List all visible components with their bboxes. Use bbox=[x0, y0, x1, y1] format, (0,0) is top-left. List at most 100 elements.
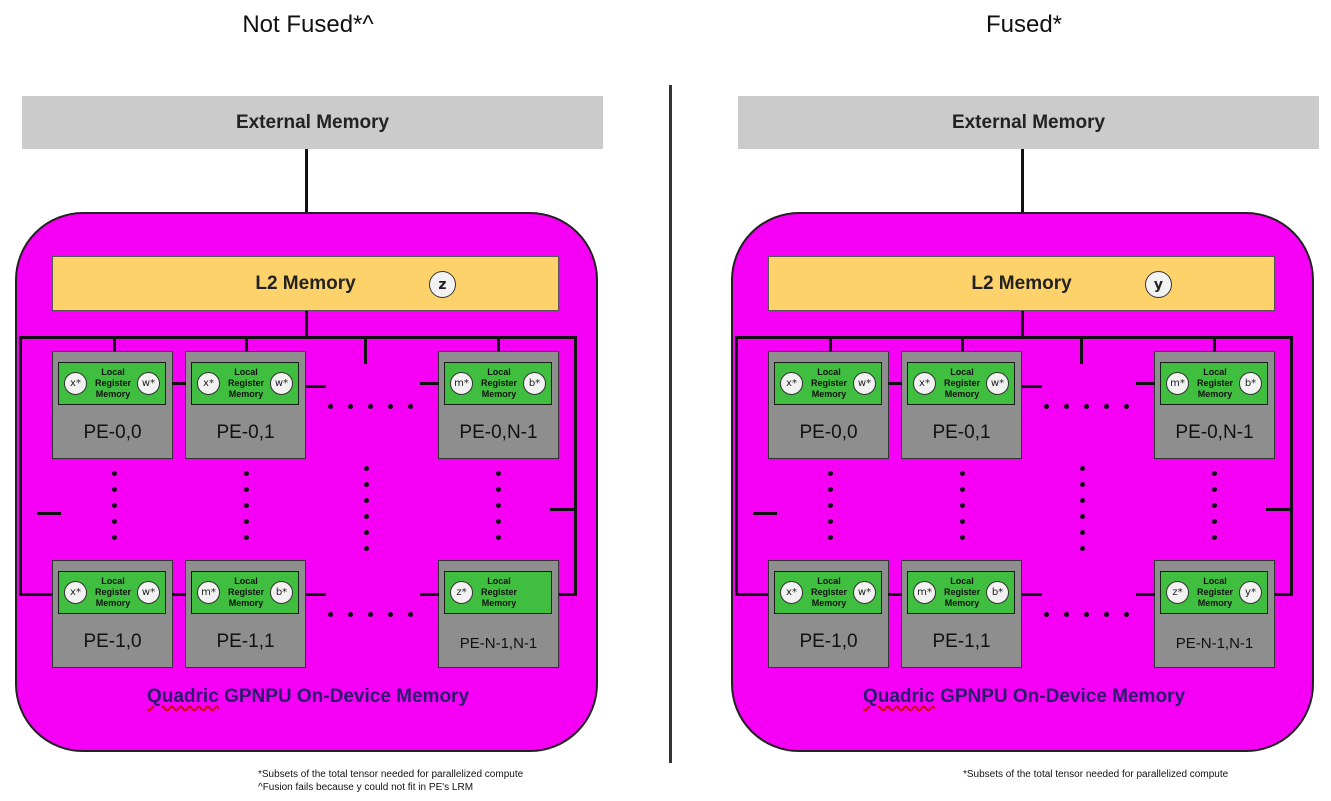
pe-label: PE-N-1,N-1 bbox=[459, 635, 538, 652]
ellipsis-dot bbox=[1104, 404, 1109, 409]
panel-title: Fused* bbox=[985, 11, 1063, 38]
footnote-line: *Subsets of the total tensor needed for … bbox=[963, 769, 1229, 780]
device-memory-label-rest: GPNPU On-Device Memory bbox=[940, 686, 1186, 707]
ellipsis-dot bbox=[328, 404, 333, 409]
pe-label: PE-0,0 bbox=[799, 422, 858, 443]
lrm-label: Local Register Memory bbox=[1196, 576, 1233, 608]
pe-label: PE-1,1 bbox=[216, 631, 275, 652]
ellipsis-dot bbox=[388, 612, 393, 617]
lrm-label: Local Register Memory bbox=[480, 576, 517, 608]
pe-label: PE-1,1 bbox=[932, 631, 991, 652]
tensor-tag-left: z* bbox=[450, 581, 473, 604]
tensor-tag-left: m* bbox=[197, 581, 220, 604]
tensor-tag-left: x* bbox=[64, 581, 87, 604]
ellipsis-dot bbox=[112, 487, 117, 492]
ellipsis-dot bbox=[244, 471, 249, 476]
l2-memory-label: L2 Memory bbox=[255, 273, 356, 294]
pe-link-line bbox=[172, 382, 186, 385]
footnote-line: ^Fusion fails because y could not fit in… bbox=[258, 782, 474, 793]
tensor-tag-right: w* bbox=[137, 581, 160, 604]
tensor-tag-left: x* bbox=[197, 372, 220, 395]
tensor-tag-left: x* bbox=[780, 581, 803, 604]
ellipsis-dot bbox=[348, 612, 353, 617]
pe-label: PE-0,1 bbox=[216, 422, 275, 443]
ellipsis-dot bbox=[364, 498, 369, 503]
tensor-tag-left: m* bbox=[1166, 372, 1189, 395]
lrm-label: Local Register Memory bbox=[943, 576, 980, 608]
local-register-memory: Local Register Memory z* bbox=[444, 571, 552, 614]
ellipsis-dot bbox=[244, 519, 249, 524]
lrm-label: Local Register Memory bbox=[1196, 367, 1233, 399]
ellipsis-dot bbox=[1212, 471, 1217, 476]
l2-to-bus-line bbox=[1021, 309, 1024, 337]
ellipsis-dot bbox=[408, 404, 413, 409]
bus-right-stub bbox=[1266, 508, 1293, 511]
ellipsis-dot bbox=[364, 530, 369, 535]
ellipsis-dot bbox=[1124, 612, 1129, 617]
footnote-line: *Subsets of the total tensor needed for … bbox=[258, 769, 524, 780]
tensor-tag-right: b* bbox=[986, 581, 1009, 604]
ellipsis-dot bbox=[112, 503, 117, 508]
ellipsis-dot bbox=[828, 471, 833, 476]
ellipsis-dot bbox=[960, 503, 965, 508]
panel-title: Not Fused*^ bbox=[242, 11, 374, 38]
ellipsis-dot bbox=[1044, 612, 1049, 617]
tensor-tag-right: w* bbox=[270, 372, 293, 395]
pe-label: PE-0,1 bbox=[932, 422, 991, 443]
bus-right-line bbox=[1290, 336, 1293, 595]
ellipsis-dot bbox=[1044, 404, 1049, 409]
ellipsis-dot bbox=[1212, 487, 1217, 492]
ellipsis-dot bbox=[112, 471, 117, 476]
ellipsis-dot bbox=[1212, 535, 1217, 540]
bus-top-line bbox=[19, 336, 577, 339]
ellipsis-dot bbox=[244, 535, 249, 540]
l2-tensor-tag: y bbox=[1145, 271, 1172, 298]
ellipsis-dot bbox=[828, 487, 833, 492]
pe-label: PE-0,0 bbox=[83, 422, 142, 443]
tensor-tag-left: x* bbox=[913, 372, 936, 395]
ellipsis-dot bbox=[1064, 612, 1069, 617]
ellipsis-dot bbox=[364, 514, 369, 519]
ellipsis-dot bbox=[496, 487, 501, 492]
ellipsis-dot bbox=[828, 503, 833, 508]
external-memory-box: External Memory bbox=[22, 96, 603, 149]
pe-link-line bbox=[888, 382, 902, 385]
pe-link-line bbox=[172, 593, 186, 596]
bus-left-stub bbox=[37, 512, 61, 515]
ellipsis-dot bbox=[112, 535, 117, 540]
panel-divider bbox=[669, 85, 672, 763]
ellipsis-dot bbox=[960, 487, 965, 492]
ellipsis-dot bbox=[1212, 503, 1217, 508]
external-to-l2-line bbox=[305, 149, 308, 259]
tensor-tag-right: w* bbox=[986, 372, 1009, 395]
pe-link-line bbox=[1022, 593, 1042, 596]
tensor-tag-left: x* bbox=[780, 372, 803, 395]
processing-element: Local Register Memory z* PE-N-1,N-1 bbox=[438, 560, 559, 668]
pe-link-line bbox=[306, 593, 326, 596]
lrm-label: Local Register Memory bbox=[94, 367, 131, 399]
device-memory-label-word: Quadric bbox=[862, 686, 935, 707]
ellipsis-dot bbox=[960, 471, 965, 476]
l2-memory-label: L2 Memory bbox=[971, 273, 1072, 294]
tensor-tag-right: w* bbox=[853, 372, 876, 395]
pe-link-line bbox=[1136, 593, 1155, 596]
ellipsis-dot bbox=[1064, 404, 1069, 409]
ellipsis-dot bbox=[244, 503, 249, 508]
pe-label: PE-1,0 bbox=[83, 631, 142, 652]
bus-bottom-left-stub bbox=[735, 593, 770, 596]
bus-middle-drop bbox=[364, 337, 367, 364]
ellipsis-dot bbox=[828, 519, 833, 524]
ellipsis-dot bbox=[1080, 514, 1085, 519]
ellipsis-dot bbox=[368, 612, 373, 617]
tensor-tag-left: m* bbox=[450, 372, 473, 395]
